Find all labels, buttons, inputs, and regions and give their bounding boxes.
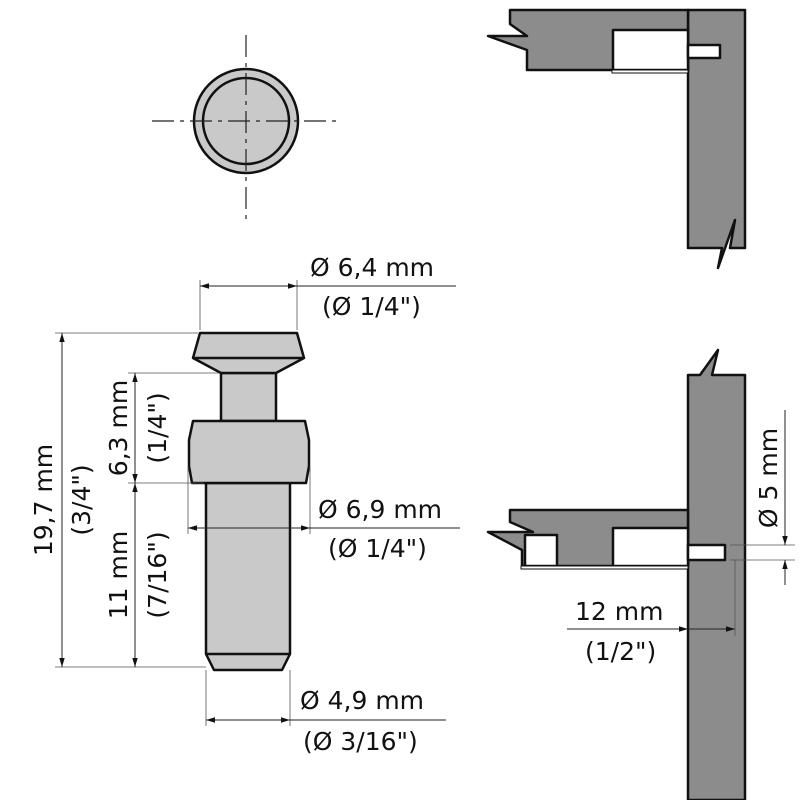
shaft-length-metric: 11 mm xyxy=(104,531,133,619)
hole-depth-metric: 12 mm xyxy=(575,597,663,626)
hole-diameter-metric: Ø 5 mm xyxy=(754,428,783,528)
dimension-collar-diameter: Ø 6,9 mm (Ø 1/4") xyxy=(187,466,460,563)
collar-diameter-imperial: (Ø 1/4") xyxy=(328,534,427,563)
total-length-metric: 19,7 mm xyxy=(29,444,58,556)
dimension-hole-diameter: Ø 5 mm xyxy=(730,410,795,585)
dimension-hole-depth: 12 mm (1/2") xyxy=(567,560,736,666)
pin-top-view xyxy=(152,35,340,222)
shaft-diameter-metric: Ø 4,9 mm xyxy=(300,686,424,715)
assembly-view-top xyxy=(486,8,747,270)
dimension-neck-and-shaft: 6,3 mm (1/4") 11 mm (7/16") xyxy=(104,372,219,667)
total-length-imperial: (3/4") xyxy=(67,464,96,535)
pin-side-view xyxy=(187,331,311,672)
head-diameter-metric: Ø 6,4 mm xyxy=(310,253,434,282)
neck-length-imperial: (1/4") xyxy=(143,392,172,463)
hole-depth-imperial: (1/2") xyxy=(585,637,656,666)
assembly-view-bottom xyxy=(486,348,747,800)
shaft-length-imperial: (7/16") xyxy=(143,531,172,618)
dimension-shaft-diameter: Ø 4,9 mm (Ø 3/16") xyxy=(205,670,446,756)
head-diameter-imperial: (Ø 1/4") xyxy=(322,292,421,321)
collar-diameter-metric: Ø 6,9 mm xyxy=(318,495,442,524)
dimension-total-length: 19,7 mm (3/4") xyxy=(29,332,206,668)
dimension-head-diameter: Ø 6,4 mm (Ø 1/4") xyxy=(199,253,456,330)
shaft-diameter-imperial: (Ø 3/16") xyxy=(303,727,418,756)
neck-length-metric: 6,3 mm xyxy=(104,380,133,476)
